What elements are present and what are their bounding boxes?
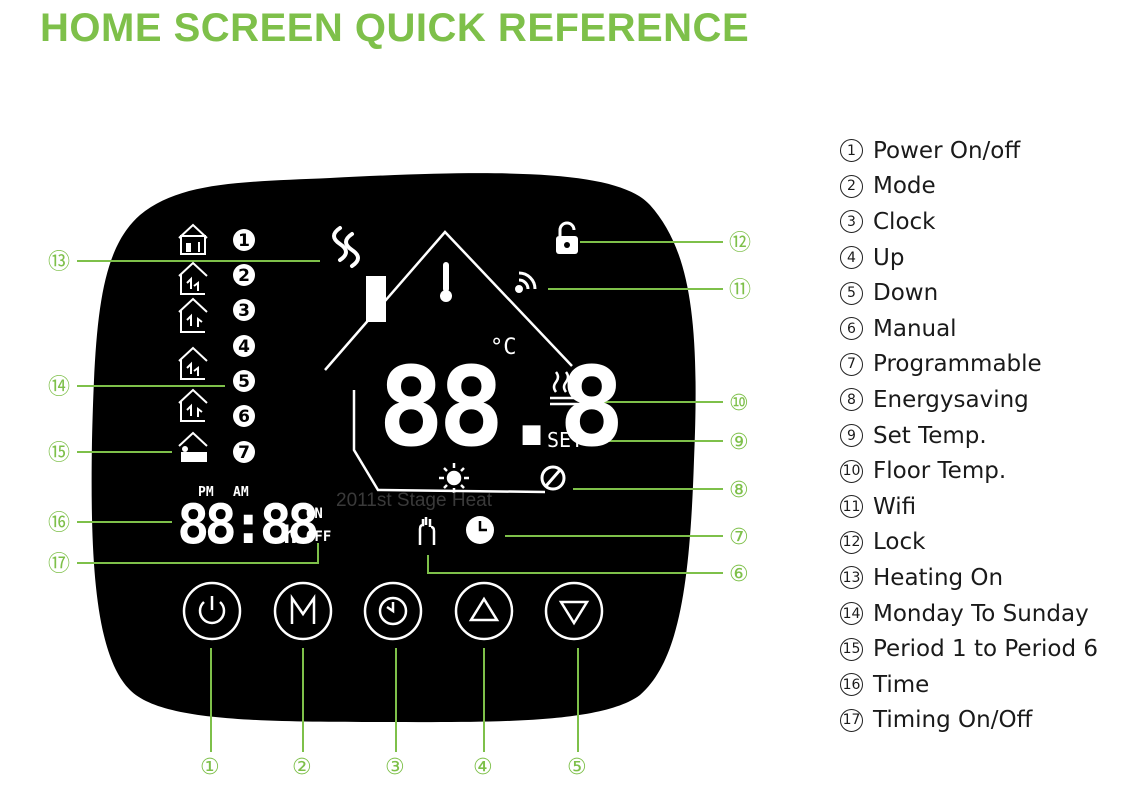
callout-14: ⑭	[48, 375, 70, 400]
legend-number: 15	[840, 638, 863, 661]
day-indicator: 7	[233, 441, 255, 463]
legend-number: 10	[840, 460, 863, 483]
day-indicator: 4	[233, 335, 255, 357]
callout-17: ⑰	[48, 552, 70, 577]
legend-item: 13 Heating On	[840, 560, 1130, 596]
legend-number: 13	[840, 566, 863, 589]
callout-16: ⑯	[48, 511, 70, 536]
legend-label: Mode	[873, 173, 936, 199]
callout-9: ⑨	[729, 430, 749, 455]
day-indicator: 3	[233, 299, 255, 321]
svg-text:2: 2	[238, 266, 250, 286]
legend-label: Down	[873, 280, 938, 306]
clock-unit: h	[283, 521, 297, 549]
legend-label: Time	[873, 672, 929, 698]
svg-text:6: 6	[238, 407, 250, 427]
legend-item: 17 Timing On/Off	[840, 703, 1130, 739]
legend-number: 2	[840, 175, 863, 198]
programmable-clock-icon	[466, 516, 494, 544]
svg-text:7: 7	[238, 443, 250, 463]
legend-item: 9 Set Temp.	[840, 418, 1130, 454]
callout-5: ⑤	[567, 755, 587, 780]
legend-label: Clock	[873, 209, 936, 235]
day-indicator: 2	[233, 264, 255, 286]
legend-item: 4 Up	[840, 240, 1130, 276]
watermark-text: 2011st Stage Heat	[336, 490, 493, 511]
svg-text:1: 1	[238, 231, 250, 251]
timing-off-label: OFF	[306, 529, 331, 545]
callout-13: ⑬	[48, 250, 70, 275]
legend-item: 2 Mode	[840, 169, 1130, 205]
day-indicator: 5	[233, 370, 255, 392]
legend-label: Manual	[873, 316, 957, 342]
legend-label: Energysaving	[873, 387, 1029, 413]
legend-number: 6	[840, 317, 863, 340]
svg-text:5: 5	[238, 372, 250, 392]
legend-label: Set Temp.	[873, 423, 987, 449]
callout-7: ⑦	[729, 525, 749, 550]
callout-8: ⑧	[729, 478, 749, 503]
legend-number: 5	[840, 282, 863, 305]
legend-item: 16 Time	[840, 667, 1130, 703]
legend-label: Timing On/Off	[873, 707, 1032, 733]
legend-item: 8 Energysaving	[840, 382, 1130, 418]
callout-2: ②	[292, 755, 312, 780]
callout-3: ③	[385, 755, 405, 780]
legend-item: 6 Manual	[840, 311, 1130, 347]
legend-item: 10 Floor Temp.	[840, 453, 1130, 489]
legend-number: 11	[840, 495, 863, 518]
callout-12: ⑫	[729, 231, 751, 256]
legend-item: 12 Lock	[840, 525, 1130, 561]
callout-1: ①	[200, 755, 220, 780]
legend-number: 16	[840, 673, 863, 696]
svg-text:4: 4	[238, 337, 250, 357]
legend-label: Lock	[873, 529, 925, 555]
legend-number: 4	[840, 246, 863, 269]
legend-number: 12	[840, 531, 863, 554]
legend-item: 5 Down	[840, 275, 1130, 311]
day-indicator: 6	[233, 405, 255, 427]
legend-label: Wifi	[873, 494, 916, 520]
legend-number: 8	[840, 388, 863, 411]
callout-15: ⑮	[48, 441, 70, 466]
legend-item: 3 Clock	[840, 204, 1130, 240]
legend-number: 1	[840, 139, 863, 162]
legend-label: Heating On	[873, 565, 1003, 591]
callout-6: ⑥	[729, 562, 749, 587]
day-indicator: 1	[233, 229, 255, 251]
legend-list: 1 Power On/off 2 Mode 3 Clock 4 Up 5 Down 6 Ma…	[840, 133, 1130, 738]
legend-number: 17	[840, 709, 863, 732]
legend-number: 14	[840, 602, 863, 625]
set-temp-label: SET	[547, 428, 583, 452]
legend-label: Programmable	[873, 351, 1042, 377]
legend-item: 14 Monday To Sunday	[840, 596, 1130, 632]
svg-text:3: 3	[238, 301, 250, 321]
legend-number: 7	[840, 353, 863, 376]
legend-number: 9	[840, 424, 863, 447]
chimney-shape	[366, 276, 386, 322]
legend-item: 11 Wifi	[840, 489, 1130, 525]
legend-label: Monday To Sunday	[873, 601, 1089, 627]
legend-item: 15 Period 1 to Period 6	[840, 631, 1130, 667]
legend-label: Period 1 to Period 6	[873, 636, 1098, 662]
legend-item: 7 Programmable	[840, 347, 1130, 383]
callout-4: ④	[473, 755, 493, 780]
legend-label: Up	[873, 245, 904, 271]
legend-label: Floor Temp.	[873, 458, 1006, 484]
callout-11: ⑪	[729, 278, 751, 303]
legend-number: 3	[840, 210, 863, 233]
celsius-unit: °C	[490, 335, 517, 360]
callout-10: ⑩	[729, 391, 749, 416]
legend-item: 1 Power On/off	[840, 133, 1130, 169]
timing-on-label: ON	[306, 506, 323, 522]
legend-label: Power On/off	[873, 138, 1020, 164]
